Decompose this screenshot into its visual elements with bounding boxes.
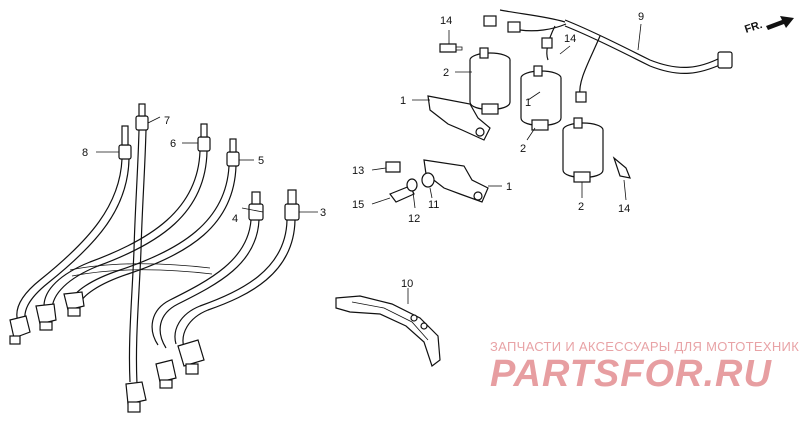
callout-12: 12 [408,213,420,225]
plug-wire-5 [63,138,240,317]
callout-8: 8 [82,147,88,159]
bolt-14-upper [439,43,463,53]
callout-2-upper: 2 [443,67,449,79]
watermark: ЗАПЧАСТИ И АКСЕССУАРЫ ДЛЯ МОТОТЕХНИКИ PA… [490,339,800,395]
leader-lines [96,23,642,304]
callout-5: 5 [258,155,264,167]
callout-7: 7 [164,115,170,127]
plug-wire-3 [174,189,300,375]
callout-15: 15 [352,199,364,211]
wire-harness [483,9,733,103]
coil-bracket-upper [427,95,491,141]
callout-10: 10 [401,278,413,290]
plug-wire-4 [151,191,264,389]
nut-11 [421,172,435,188]
ignition-coil-upper [469,47,511,115]
front-direction-label: FR. [743,19,764,36]
callout-14-top: 14 [440,15,452,27]
ignition-coil-middle [520,65,562,131]
callout-1-lower: 1 [506,181,512,193]
callout-3: 3 [320,207,326,219]
callout-14-mid: 14 [564,33,576,45]
callout-2-middle: 2 [520,143,526,155]
bolt-14-right [612,156,631,179]
washer-12 [406,178,418,192]
callout-4: 4 [232,213,238,225]
watermark-tagline: ЗАПЧАСТИ И АКСЕССУАРЫ ДЛЯ МОТОТЕХНИКИ [490,339,800,354]
callout-14-lower: 14 [618,203,630,215]
callout-labels: 8 7 6 5 4 3 14 14 9 2 1 1 2 13 1 15 11 1… [82,11,644,290]
callout-13: 13 [352,165,364,177]
watermark-logo: PARTSFOR.RU [490,353,772,395]
front-arrow-icon [766,16,794,30]
callout-2-lower: 2 [578,201,584,213]
callout-6: 6 [170,138,176,150]
ignition-coil-lower [562,117,604,183]
bolt-13 [385,161,401,173]
callout-1-middle: 1 [525,97,531,109]
spark-plug-wire-set [9,103,300,413]
callout-11: 11 [428,199,439,211]
callout-9: 9 [638,11,644,23]
front-direction-marker: FR. [743,16,794,36]
plug-wire-8 [9,125,132,345]
bolt-15 [389,185,415,203]
wire-clamp [335,295,441,367]
plug-wire-6 [35,123,211,331]
callout-1-upper: 1 [400,95,406,107]
